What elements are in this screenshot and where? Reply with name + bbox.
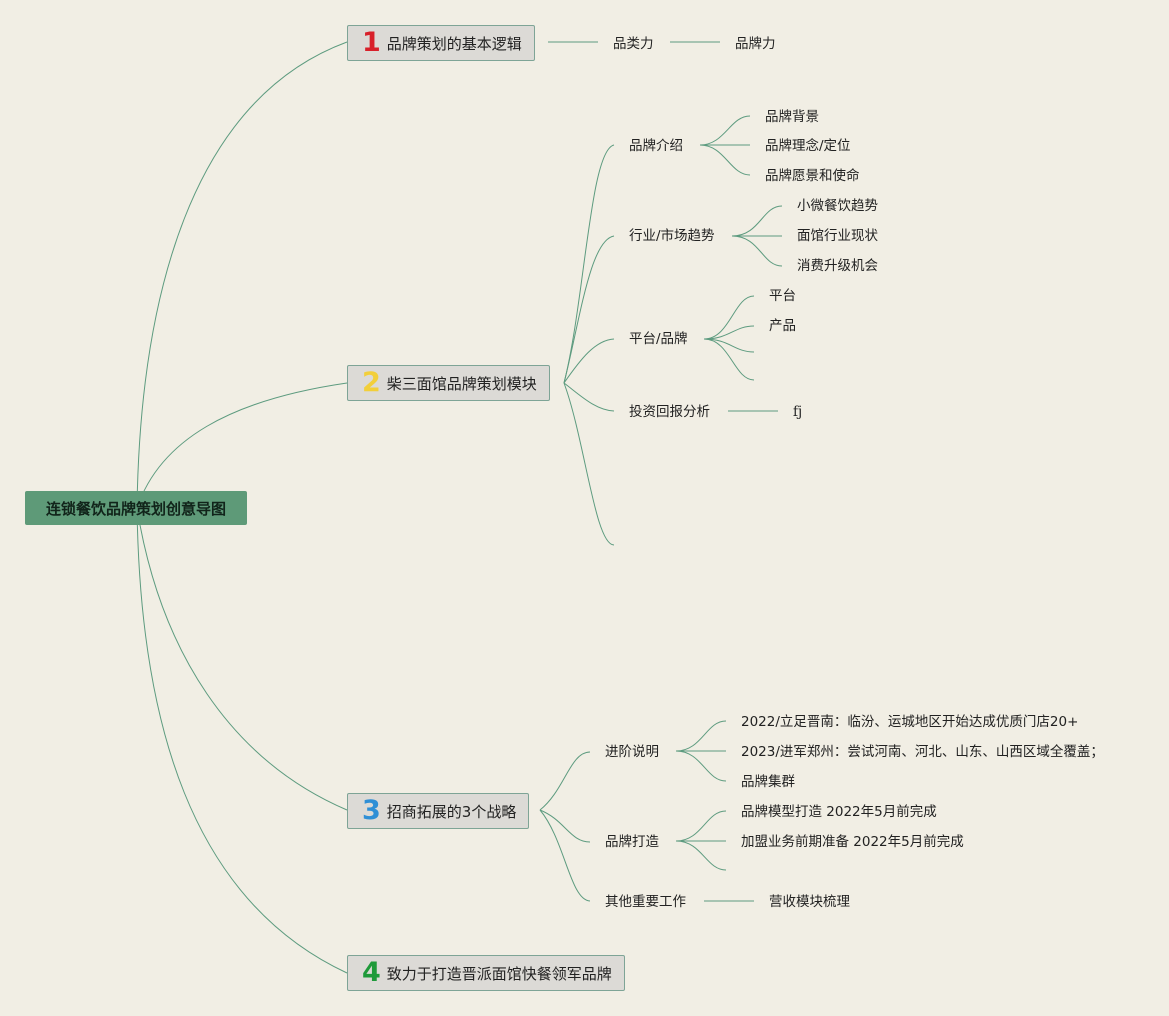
topic-3-label: 招商拓展的3个战略 bbox=[386, 802, 517, 821]
topic-2[interactable]: 2 柴三面馆品牌策划模块 bbox=[347, 365, 550, 401]
topic-2-label: 柴三面馆品牌策划模块 bbox=[386, 374, 537, 393]
build-item[interactable]: 品牌模型打造 2022年5月前完成 bbox=[741, 804, 937, 820]
link-topic2-invest bbox=[563, 382, 615, 412]
topic-3[interactable]: 3 招商拓展的3个战略 bbox=[347, 793, 530, 829]
link-intro-3 bbox=[699, 144, 751, 176]
advance-item[interactable]: 品牌集群 bbox=[741, 774, 795, 790]
advance-item[interactable]: 2023/进军郑州：尝试河南、河北、山东、山西区域全覆盖； bbox=[741, 744, 1104, 760]
intro-item[interactable]: 品牌愿景和使命 bbox=[765, 168, 860, 184]
invest-leaf[interactable]: fj bbox=[793, 404, 803, 420]
topic-1[interactable]: 1 品牌策划的基本逻辑 bbox=[347, 25, 535, 61]
intro-node[interactable]: 品牌介绍 bbox=[629, 138, 683, 154]
platform-node[interactable]: 平台/品牌 bbox=[629, 331, 688, 347]
advance-item[interactable]: 2022/立足晋南：临汾、运城地区开始达成优质门店20+ bbox=[741, 714, 1079, 730]
build-item[interactable]: 加盟业务前期准备 2022年5月前完成 bbox=[741, 834, 964, 850]
link-build-1 bbox=[675, 810, 727, 842]
invest-node[interactable]: 投资回报分析 bbox=[629, 404, 710, 420]
market-item[interactable]: 消费升级机会 bbox=[797, 258, 878, 274]
build-node[interactable]: 品牌打造 bbox=[605, 834, 659, 850]
link-topic2-market bbox=[563, 235, 615, 384]
market-item[interactable]: 小微餐饮趋势 bbox=[797, 198, 878, 214]
topic-2-number: 2 bbox=[362, 366, 381, 398]
link-platform-1 bbox=[703, 295, 755, 340]
link-market-1 bbox=[731, 205, 783, 237]
link-topic3-advance bbox=[539, 751, 591, 811]
platform-item[interactable]: 产品 bbox=[769, 318, 796, 334]
link-market-3 bbox=[731, 235, 783, 267]
link-root-topic4 bbox=[136, 507, 348, 974]
root-node[interactable]: 连锁餐饮品牌策划创意导图 bbox=[25, 491, 247, 525]
link-topic3-other bbox=[539, 809, 591, 902]
intro-item[interactable]: 品牌背景 bbox=[765, 109, 819, 125]
link-platform-3 bbox=[703, 338, 755, 353]
link-platform-2 bbox=[703, 325, 755, 340]
topic-4[interactable]: 4 致力于打造晋派面馆快餐领军品牌 bbox=[347, 955, 625, 991]
topic-3-number: 3 bbox=[362, 794, 381, 826]
root-label: 连锁餐饮品牌策划创意导图 bbox=[45, 499, 226, 518]
platform-item[interactable]: 平台 bbox=[769, 288, 796, 304]
link-advance-3 bbox=[675, 750, 727, 782]
intro-item[interactable]: 品牌理念/定位 bbox=[765, 138, 851, 154]
market-item[interactable]: 面馆行业现状 bbox=[797, 228, 878, 244]
branch1-sub[interactable]: 品类力 bbox=[613, 36, 654, 52]
link-topic2-platform bbox=[563, 338, 615, 384]
topic-4-label: 致力于打造晋派面馆快餐领军品牌 bbox=[386, 964, 612, 983]
link-root-topic3 bbox=[136, 507, 348, 811]
link-topic2-intro bbox=[563, 144, 615, 384]
link-advance-1 bbox=[675, 720, 727, 752]
other-leaf[interactable]: 营收模块梳理 bbox=[769, 894, 850, 910]
topic-4-number: 4 bbox=[362, 956, 381, 988]
other-node[interactable]: 其他重要工作 bbox=[605, 894, 686, 910]
link-topic3-build bbox=[539, 809, 591, 843]
link-topic2-empty bbox=[563, 382, 615, 546]
link-root-topic2 bbox=[136, 382, 348, 509]
link-build-3 bbox=[675, 840, 727, 871]
market-node[interactable]: 行业/市场趋势 bbox=[629, 228, 715, 244]
topic-1-label: 品牌策划的基本逻辑 bbox=[386, 34, 522, 53]
advance-node[interactable]: 进阶说明 bbox=[605, 744, 659, 760]
topic-1-number: 1 bbox=[362, 26, 381, 58]
branch1-leaf[interactable]: 品牌力 bbox=[735, 36, 776, 52]
link-root-topic1 bbox=[136, 41, 348, 509]
link-platform-4 bbox=[703, 338, 755, 381]
link-intro-1 bbox=[699, 115, 751, 146]
